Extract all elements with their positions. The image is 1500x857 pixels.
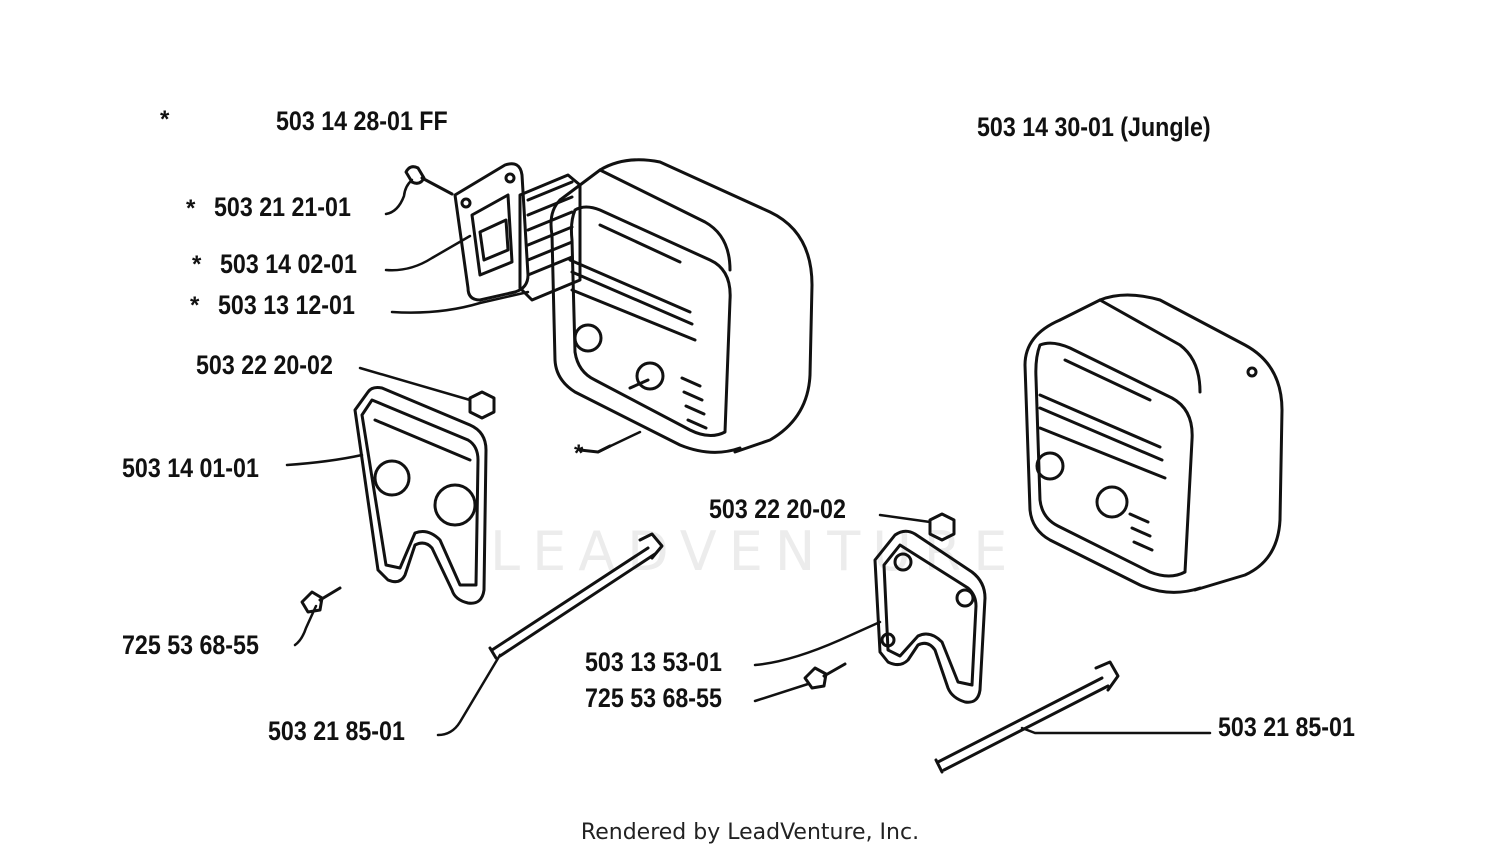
asterisk-mark: * xyxy=(160,106,170,133)
bolt-left-label: 503 21 85-01 xyxy=(268,716,405,746)
plate-top-label: 503 14 02-01 xyxy=(220,249,357,279)
bolt-right xyxy=(934,660,1120,774)
plate-right-label: 503 13 53-01 xyxy=(585,647,722,677)
bolt-left xyxy=(488,532,664,660)
leader-lines xyxy=(285,178,1212,737)
nut-right-label: 503 22 20-02 xyxy=(709,494,846,524)
screw-right-label: 725 53 68-55 xyxy=(585,683,722,713)
footer-credit: Rendered by LeadVenture, Inc. xyxy=(580,820,920,845)
asterisk-mark: * xyxy=(192,251,202,278)
muffler-left xyxy=(549,158,814,454)
screw-left xyxy=(300,586,342,614)
gasket-top-label: 503 13 12-01 xyxy=(218,290,355,320)
screw-left-label: 725 53 68-55 xyxy=(122,630,259,660)
asterisk-mark: * xyxy=(190,292,200,319)
gasket-stack xyxy=(518,173,582,302)
muffler-right xyxy=(1023,293,1284,594)
asterisk-mark: * xyxy=(186,195,196,222)
plate-left xyxy=(353,386,488,605)
bolt-right-label: 503 21 85-01 xyxy=(1218,712,1355,742)
nut-left xyxy=(468,390,496,420)
plate-top xyxy=(453,162,530,302)
plate-right xyxy=(873,529,987,704)
screw-top-label: 503 21 21-01 xyxy=(214,192,351,222)
nut-left-label: 503 22 20-02 xyxy=(196,350,333,380)
plate-left-label: 503 14 01-01 xyxy=(122,453,259,483)
nut-right xyxy=(928,512,956,542)
screw-right xyxy=(803,662,847,690)
watermark: LEADVENTURE xyxy=(490,520,1020,583)
screw-top xyxy=(404,165,454,196)
kit-ff-label: 503 14 28-01 FF xyxy=(276,106,448,136)
asterisk-mark: * xyxy=(574,440,584,467)
kit-jungle-label: 503 14 30-01 (Jungle) xyxy=(977,112,1211,142)
